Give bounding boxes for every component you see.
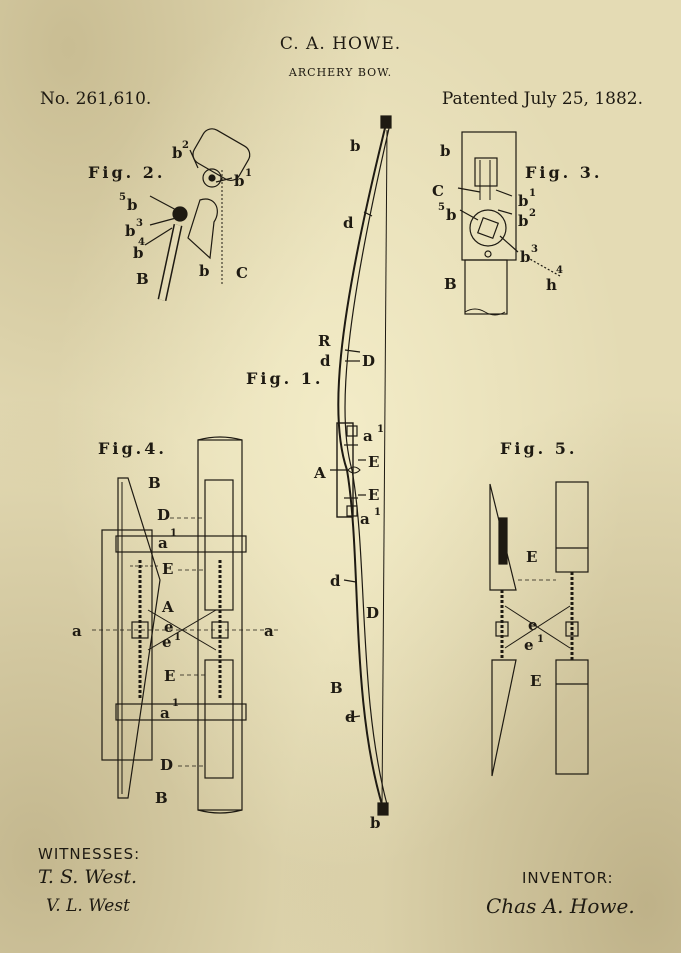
fig4-sup-1-bottom: 1 <box>172 698 179 709</box>
fig1-label-E1: E <box>368 453 379 471</box>
fig5-sup-1: 1 <box>537 634 544 645</box>
fig2-label-B: B <box>136 270 149 288</box>
fig1-label-a1-top: a <box>363 427 373 445</box>
fig1-title: Fig. 1. <box>246 369 323 388</box>
fig5-drawing <box>489 481 589 777</box>
inventor-signature: Chas A. Howe. <box>486 894 635 918</box>
fig2-title: Fig. 2. <box>88 163 165 182</box>
fig1-label-E2: E <box>368 486 379 504</box>
fig1-label-b-top: b <box>350 137 361 155</box>
fig1-label-D2: D <box>366 604 379 622</box>
fig3-sup-4: 4 <box>556 265 563 276</box>
fig1-label-a1-bottom: a <box>360 510 370 528</box>
fig4-label-D-bottom: D <box>160 756 173 774</box>
fig2-sup-3: 3 <box>136 218 143 229</box>
fig5-label-E-bottom: E <box>530 672 541 690</box>
fig3-sup-2: 2 <box>529 208 536 219</box>
fig1-label-B: B <box>330 679 343 697</box>
fig1-label-d4: d <box>345 708 356 726</box>
fig5-title: Fig. 5. <box>500 439 577 458</box>
fig1-label-d2: d <box>320 352 331 370</box>
fig4-drawing <box>92 436 280 814</box>
fig2-drawing <box>144 128 251 301</box>
fig4-label-e1: e <box>162 633 172 651</box>
fig3-label-B: B <box>444 275 457 293</box>
fig2-label-b: b <box>199 262 210 280</box>
fig3-label-b1: b <box>518 192 529 210</box>
fig1-label-D1: D <box>362 352 375 370</box>
fig1-label-b-bottom: b <box>370 814 381 832</box>
fig2-label-b2: b <box>172 144 183 162</box>
fig1-label-A: A <box>313 464 326 482</box>
fig1-label-d1: d <box>343 214 354 232</box>
fig1-bow-drawing <box>330 115 392 816</box>
fig5-label-e: e <box>528 616 538 634</box>
fig4-title: Fig.4. <box>98 439 167 458</box>
fig3-label-b5: b <box>446 206 457 224</box>
fig2-sup-2: 2 <box>182 140 189 151</box>
fig4-sup-1-top: 1 <box>170 528 177 539</box>
fig2-sup-1: 1 <box>245 168 252 179</box>
fig3-sup-3: 3 <box>531 244 538 255</box>
fig4-label-E-bottom: E <box>164 667 175 685</box>
fig1-sup-1-top: 1 <box>377 424 384 435</box>
fig3-drawing <box>457 131 561 316</box>
witnesses-label: WITNESSES: <box>38 845 141 863</box>
witness-signature-1: T. S. West. <box>38 866 138 888</box>
fig2-sup-5: 5 <box>119 192 126 203</box>
fig4-label-a1-top: a <box>158 534 168 552</box>
patent-date: Patented July 25, 1882. <box>441 89 643 109</box>
inventor-label: INVENTOR: <box>522 869 614 887</box>
fig3-label-C: C <box>432 182 444 200</box>
fig2-sup-4: 4 <box>138 237 145 248</box>
fig4-label-a1-bottom: a <box>160 704 170 722</box>
fig3-sup-5: 5 <box>438 202 445 213</box>
fig1-label-R: R <box>318 332 331 350</box>
fig4-label-D-top: D <box>157 506 170 524</box>
fig2-label-b1: b <box>234 172 245 190</box>
fig4-label-B-top: B <box>148 474 161 492</box>
fig1-sup-1-bottom: 1 <box>374 507 381 518</box>
fig4-label-B-bottom: B <box>155 789 168 807</box>
fig4-label-e: e <box>164 618 174 636</box>
fig5-label-e1: e <box>524 636 534 654</box>
witness-signature-2: V. L. West <box>46 896 130 916</box>
inventor-name: C. A. HOWE. <box>279 34 402 54</box>
fig4-sup-1-e: 1 <box>174 632 181 643</box>
patent-number: No. 261,610. <box>40 89 152 109</box>
fig4-label-A: A <box>161 598 174 616</box>
invention-title: ARCHERY BOW. <box>288 66 393 79</box>
fig2-label-b4: b <box>133 244 144 262</box>
fig3-label-b3: b <box>520 248 531 266</box>
fig2-label-b5: b <box>127 196 138 214</box>
fig1-label-d3: d <box>330 572 341 590</box>
fig4-label-E-top: E <box>162 560 173 578</box>
fig4-label-a-left: a <box>72 622 82 640</box>
fig3-label-h: h <box>546 276 557 294</box>
fig3-title: Fig. 3. <box>525 163 602 182</box>
fig3-label-b2: b <box>518 212 529 230</box>
fig3-label-b-top: b <box>440 142 451 160</box>
fig2-label-b3: b <box>125 222 136 240</box>
fig2-label-C: C <box>236 264 248 282</box>
fig3-sup-1: 1 <box>529 188 536 199</box>
fig5-label-E-top: E <box>526 548 537 566</box>
fig4-label-a-right: a <box>264 622 274 640</box>
